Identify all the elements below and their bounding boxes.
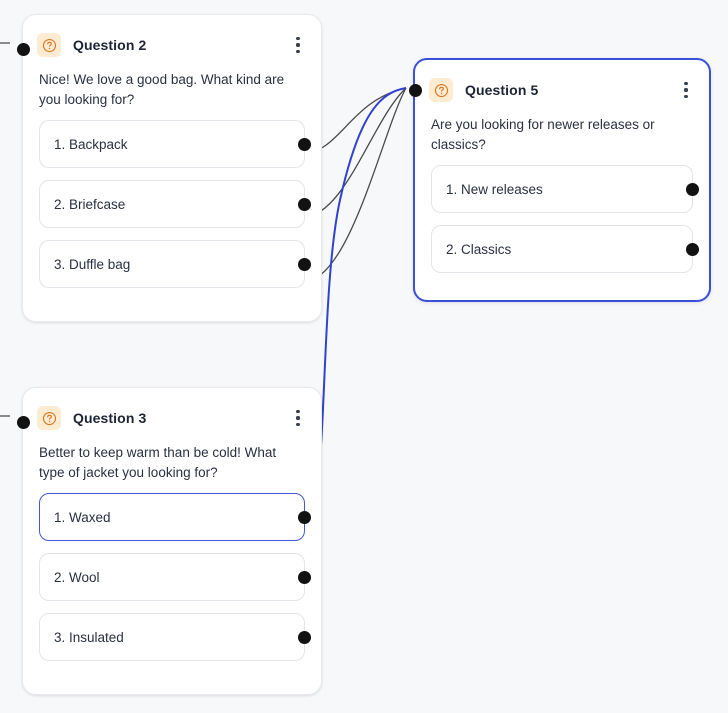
option-output-handle[interactable] xyxy=(685,182,699,196)
option-label: 1. New releases xyxy=(446,181,543,197)
option-output-handle[interactable] xyxy=(297,137,311,151)
option-label: 2. Wool xyxy=(54,569,100,585)
option-output-handle[interactable] xyxy=(297,257,311,271)
option-label: 2. Briefcase xyxy=(54,196,126,212)
node-input-handle[interactable] xyxy=(16,43,30,56)
option-label: 3. Insulated xyxy=(54,629,124,645)
option-label: 1. Backpack xyxy=(54,136,128,152)
option-item[interactable]: 2. Briefcase xyxy=(39,180,311,228)
option-list: 1. Waxed 2. Wool 3. Insulated xyxy=(23,485,321,677)
node-prompt: Better to keep warm than be cold! What t… xyxy=(39,445,277,480)
option-item[interactable]: 3. Insulated xyxy=(39,613,311,661)
node-title: Question 2 xyxy=(73,37,147,53)
option-label: 2. Classics xyxy=(446,241,512,257)
option-item[interactable]: 1. Backpack xyxy=(39,120,311,168)
node-header: Question 2 xyxy=(23,15,321,61)
more-vertical-icon[interactable] xyxy=(289,407,307,429)
option-label: 1. Waxed xyxy=(54,509,111,525)
node-input-handle[interactable] xyxy=(408,84,422,97)
option-item[interactable]: 1. New releases xyxy=(431,165,699,213)
node-question-5[interactable]: Question 5 Are you looking for newer rel… xyxy=(408,58,711,302)
option-item[interactable]: 2. Classics xyxy=(431,225,699,273)
node-prompt: Nice! We love a good bag. What kind are … xyxy=(39,72,285,107)
node-question-3[interactable]: Question 3 Better to keep warm than be c… xyxy=(16,387,322,695)
node-title: Question 3 xyxy=(73,410,147,426)
more-vertical-icon[interactable] xyxy=(289,34,307,56)
option-item[interactable]: 2. Wool xyxy=(39,553,311,601)
node-title: Question 5 xyxy=(465,82,539,98)
question-circle-icon xyxy=(37,406,61,430)
node-header: Question 5 xyxy=(415,60,709,106)
option-item[interactable]: 1. Waxed xyxy=(39,493,311,541)
option-output-handle[interactable] xyxy=(685,242,699,256)
node-prompt: Are you looking for newer releases or cl… xyxy=(431,117,655,152)
node-question-2[interactable]: Question 2 Nice! We love a good bag. Wha… xyxy=(16,14,322,322)
option-list: 1. Backpack 2. Briefcase 3. Duffle bag xyxy=(23,112,321,304)
option-list: 1. New releases 2. Classics xyxy=(415,157,709,289)
option-output-handle[interactable] xyxy=(297,197,311,211)
option-output-handle[interactable] xyxy=(297,570,311,584)
option-label: 3. Duffle bag xyxy=(54,256,131,272)
node-input-handle[interactable] xyxy=(16,416,30,429)
option-output-handle[interactable] xyxy=(297,630,311,644)
question-circle-icon xyxy=(429,78,453,102)
option-item[interactable]: 3. Duffle bag xyxy=(39,240,311,288)
question-circle-icon xyxy=(37,33,61,57)
node-header: Question 3 xyxy=(23,388,321,434)
option-output-handle[interactable] xyxy=(297,510,311,524)
more-vertical-icon[interactable] xyxy=(677,79,695,101)
